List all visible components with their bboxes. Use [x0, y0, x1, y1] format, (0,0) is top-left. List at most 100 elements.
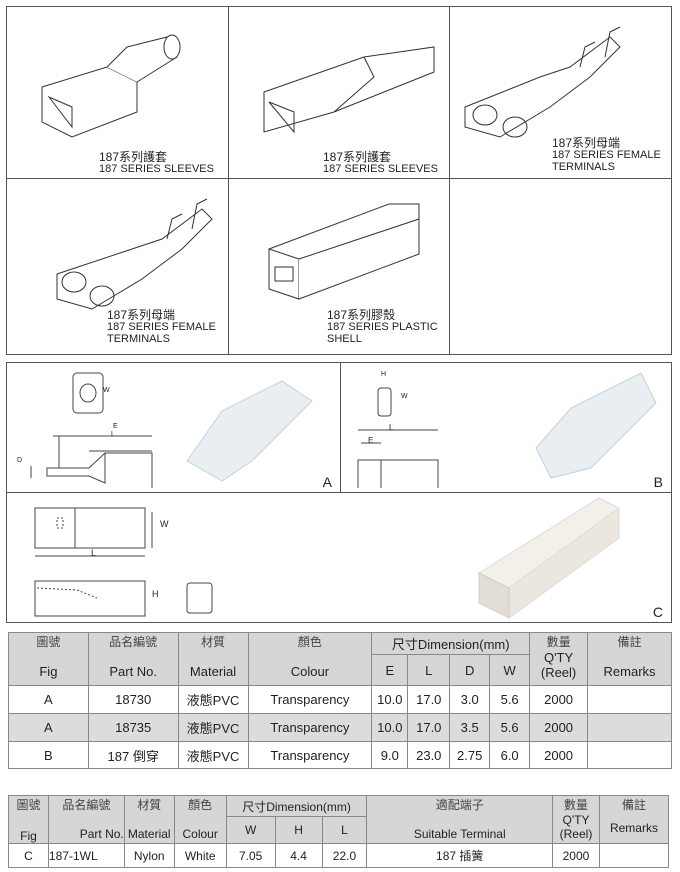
dim-label-d: D — [17, 457, 23, 464]
cell-h: 4.4 — [274, 843, 323, 868]
product-cell-empty — [449, 178, 672, 355]
fig-b-dimension-drawing — [357, 387, 439, 488]
plastic-shell-illustration — [268, 203, 420, 300]
cell-fig: A — [8, 713, 89, 742]
cell-qty: 2000 — [529, 713, 589, 742]
cell-part: 187-1WL — [47, 843, 125, 868]
header-d: D — [449, 654, 491, 686]
header-part: Part No. — [79, 827, 124, 841]
header-qty: Q'TY (Reel) — [559, 813, 593, 841]
cell-colour: Transparency — [247, 741, 373, 769]
sleeve-illustration — [263, 46, 435, 134]
product-en-label: 187 SERIES SLEEVES — [99, 163, 214, 175]
header-w: W — [225, 816, 276, 844]
header-dimension: 尺寸Dimension(mm) — [225, 795, 368, 817]
product-en-label: 187 SERIES FEMALE TERMINALS — [107, 321, 216, 345]
header-material: Material — [127, 827, 171, 841]
cell-w: 7.05 — [225, 843, 276, 868]
dim-label-w: W — [160, 519, 169, 529]
fig-c-dimension-drawing — [34, 507, 213, 617]
dim-label-h: H — [152, 589, 159, 599]
header-colour: Colour — [182, 827, 218, 841]
cell-l: 22.0 — [321, 843, 368, 868]
cell-remarks — [598, 843, 670, 868]
header-dimension: 尺寸Dimension(mm) — [371, 632, 531, 655]
cell-colour: White — [173, 843, 227, 868]
header-qty: Q'TY (Reel) — [540, 650, 577, 680]
header-l: L — [321, 816, 368, 844]
header-part-cn: 品名編號 — [62, 798, 111, 812]
fig-label-c: C — [652, 604, 663, 620]
product-cn-label: 187系列膠殼 — [327, 308, 396, 322]
dim-label-e: E — [368, 436, 374, 445]
cell-material: 液態PVC — [177, 713, 249, 742]
header-remarks: Remarks — [609, 821, 658, 835]
header-colour-cn: 顏色 — [297, 635, 322, 649]
fig-label-b: B — [653, 474, 663, 490]
cell-material: Nylon — [123, 843, 175, 868]
fig-b-product-photo — [535, 372, 657, 479]
shell-spec-table: 圖號 Fig 品名編號 Part No. 材質 Material 顏色 Colour 尺… — [8, 795, 670, 868]
cell-qty: 2000 — [552, 843, 600, 868]
cell-qty: 2000 — [529, 741, 589, 769]
fig-a-product-photo — [186, 380, 313, 482]
header-colour-cn: 顏色 — [188, 798, 213, 812]
product-cn-label: 187系列護套 — [323, 150, 392, 164]
header-w: W — [489, 654, 531, 686]
header-fig: Fig — [20, 829, 37, 843]
header-qty-cn: 數量 — [563, 798, 588, 812]
drawing-fig-b: H W L E B — [340, 362, 672, 493]
product-en-label: 187 SERIES SLEEVES — [323, 163, 438, 175]
product-en-label: 187 SERIES FEMALE TERMINALS — [552, 149, 661, 173]
dim-label-l: L — [91, 548, 97, 558]
drawing-fig-c: W L H C — [6, 492, 672, 623]
dim-label-e: E — [113, 423, 118, 430]
header-part-cn: 品名編號 — [109, 635, 158, 649]
product-cn-label: 187系列母端 — [552, 136, 621, 150]
table-row: B 187 倒穿 液態PVC Transparency 9.0 23.0 2.7… — [8, 741, 672, 769]
cell-part: 18735 — [87, 713, 179, 742]
header-part: Part No. — [109, 664, 158, 679]
cell-fig: A — [8, 685, 89, 714]
cell-terminal: 187 插簧 — [366, 843, 553, 868]
header-h: H — [274, 816, 323, 844]
sleeve-illustration — [41, 34, 181, 138]
cell-qty: 2000 — [529, 685, 589, 714]
cell-w: 5.6 — [489, 685, 531, 714]
header-l: L — [407, 654, 451, 686]
cell-remarks — [587, 685, 672, 714]
cell-fig: B — [8, 741, 89, 769]
header-fig: Fig — [39, 664, 58, 679]
cell-e: 10.0 — [371, 685, 409, 714]
dim-label-h: H — [381, 371, 387, 378]
cell-l: 17.0 — [407, 713, 451, 742]
cell-fig: C — [8, 843, 49, 868]
table-row: A 18730 液態PVC Transparency 10.0 17.0 3.0… — [8, 685, 672, 714]
cell-remarks — [587, 713, 672, 742]
header-material-cn: 材質 — [137, 798, 162, 812]
header-qty-cn: 數量 — [546, 635, 571, 649]
cell-e: 10.0 — [371, 713, 409, 742]
product-cn-label: 187系列母端 — [107, 308, 176, 322]
cell-l: 17.0 — [407, 685, 451, 714]
fig-label-a: A — [322, 474, 332, 490]
header-terminal: Suitable Terminal — [413, 827, 506, 841]
header-fig-cn: 圖號 — [16, 798, 41, 812]
dim-label-l: L — [111, 431, 115, 438]
cell-w: 5.6 — [489, 713, 531, 742]
drawing-fig-a: W E L D A — [6, 362, 341, 493]
header-terminal-cn: 適配端子 — [435, 798, 484, 812]
cell-l: 23.0 — [407, 741, 451, 769]
header-remarks-cn: 備註 — [621, 798, 646, 812]
product-cn-label: 187系列護套 — [99, 150, 168, 164]
fig-c-product-photo — [477, 497, 620, 619]
header-material: Material — [189, 664, 237, 679]
header-material-cn: 材質 — [201, 635, 226, 649]
header-e: E — [371, 654, 409, 686]
dim-label-w: W — [103, 387, 110, 394]
dim-label-l: L — [389, 423, 394, 432]
